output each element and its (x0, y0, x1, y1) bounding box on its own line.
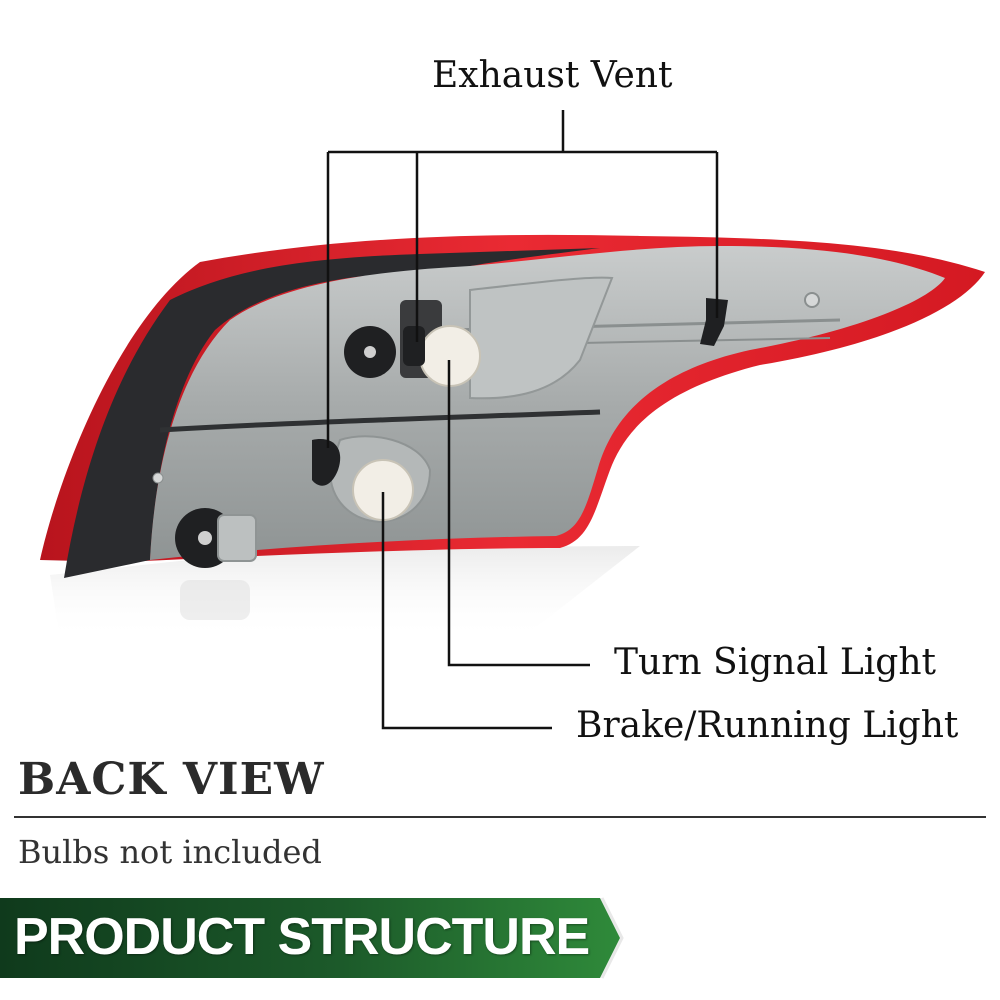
leader-lines (326, 110, 719, 730)
turn-signal-label: Turn Signal Light (614, 642, 936, 683)
exhaust-vent-label: Exhaust Vent (432, 55, 673, 96)
product-structure-banner (0, 897, 624, 979)
tail-lamp (40, 234, 985, 578)
exhaust-leader (326, 110, 719, 448)
brake-leader (381, 492, 552, 730)
exhaust-vent-3 (700, 298, 728, 346)
dark-frame (64, 248, 600, 578)
lamp-reflection (50, 546, 640, 640)
turn-signal-leader (447, 360, 590, 667)
brake-running-socket (175, 435, 432, 568)
section-divider (14, 816, 986, 818)
exhaust-vent-1 (312, 439, 341, 486)
bulbs-note: Bulbs not included (18, 833, 322, 871)
brake-running-label: Brake/Running Light (576, 705, 959, 746)
banner-text: PRODUCT STRUCTURE (14, 908, 590, 966)
section-title: BACK VIEW (18, 754, 325, 805)
exhaust-vent-2 (403, 326, 425, 366)
